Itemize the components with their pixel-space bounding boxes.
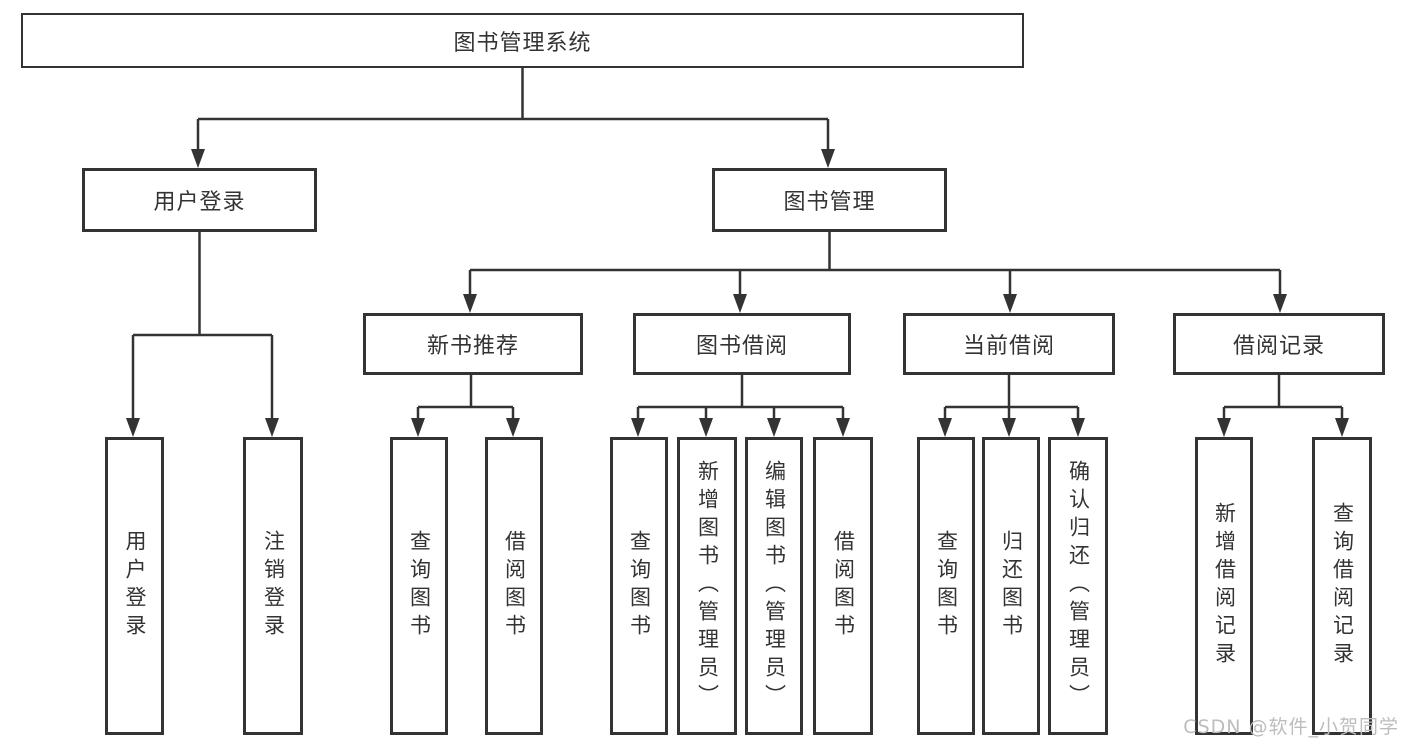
node-label: 用户登录	[153, 190, 246, 215]
node-label: 注销登录	[261, 530, 286, 642]
node-label: 用户登录	[123, 530, 147, 642]
leaf-confirm-return-admin: 确认归还（管理员）	[1048, 437, 1108, 735]
arrowhead	[1003, 294, 1017, 313]
leaf-user-login: 用户登录	[105, 437, 164, 735]
arrowhead	[126, 418, 140, 437]
connector-current-borrow	[943, 375, 1080, 418]
node-label: 查询图书	[934, 530, 959, 642]
node-book-management: 图书管理	[712, 168, 947, 232]
node-label: 新增图书（管理员）	[695, 460, 720, 712]
leaf-logout: 注销登录	[243, 437, 303, 735]
node-user-login: 用户登录	[82, 168, 317, 232]
arrowhead	[699, 418, 713, 437]
leaf-query-books-1: 查询图书	[390, 437, 448, 735]
arrowhead	[821, 149, 835, 168]
node-label: 借阅图书	[831, 530, 856, 642]
node-label: 借阅记录	[1232, 334, 1325, 359]
arrowhead	[265, 418, 279, 437]
arrowhead	[1273, 294, 1287, 313]
connector-user-login	[131, 232, 274, 418]
node-label: 归还图书	[999, 530, 1024, 642]
node-label: 编辑图书（管理员）	[762, 460, 787, 712]
arrowhead	[1071, 418, 1085, 437]
connector-new-book-recommend	[416, 375, 515, 418]
node-label: 当前借阅	[962, 334, 1055, 359]
leaf-query-borrow-record: 查询借阅记录	[1312, 437, 1372, 735]
arrowhead	[1335, 418, 1349, 437]
arrowhead	[1217, 418, 1231, 437]
arrowhead	[767, 418, 781, 437]
arrowhead	[411, 418, 425, 437]
arrowhead	[191, 149, 205, 168]
node-label: 查询图书	[407, 530, 432, 642]
arrowhead	[1002, 418, 1016, 437]
node-library-management-system: 图书管理系统	[21, 13, 1024, 68]
connector-borrow-record	[1222, 375, 1344, 418]
node-label: 新书推荐	[426, 334, 519, 359]
arrowhead	[733, 294, 747, 313]
node-label: 查询图书	[627, 530, 652, 642]
node-new-book-recommend: 新书推荐	[363, 313, 583, 375]
arrowhead	[836, 418, 850, 437]
connector-root	[196, 68, 830, 149]
arrowhead	[938, 418, 952, 437]
arrowhead	[463, 294, 477, 313]
node-label: 图书管理系统	[453, 30, 592, 56]
node-label: 确认归还（管理员）	[1066, 460, 1091, 712]
arrowhead	[631, 418, 645, 437]
node-borrow-record: 借阅记录	[1173, 313, 1385, 375]
leaf-return-book: 归还图书	[982, 437, 1040, 735]
node-label: 图书管理	[783, 190, 876, 215]
watermark-text: CSDN @软件_小贺同学	[1183, 716, 1399, 738]
connector-book-borrow	[636, 375, 845, 418]
node-label: 查询借阅记录	[1330, 502, 1355, 670]
node-current-borrow: 当前借阅	[903, 313, 1115, 375]
node-label: 借阅图书	[502, 530, 527, 642]
node-label: 新增借阅记录	[1212, 502, 1237, 670]
connector-book-management	[468, 232, 1282, 294]
node-book-borrow: 图书借阅	[633, 313, 851, 375]
arrowhead	[506, 418, 520, 437]
leaf-borrow-books-2: 借阅图书	[813, 437, 873, 735]
leaf-add-borrow-record: 新增借阅记录	[1195, 437, 1253, 735]
leaf-query-books-3: 查询图书	[917, 437, 975, 735]
leaf-query-books-2: 查询图书	[610, 437, 668, 735]
leaf-edit-book-admin: 编辑图书（管理员）	[745, 437, 803, 735]
leaf-borrow-books-1: 借阅图书	[485, 437, 543, 735]
leaf-add-book-admin: 新增图书（管理员）	[677, 437, 737, 735]
node-label: 图书借阅	[695, 334, 788, 359]
